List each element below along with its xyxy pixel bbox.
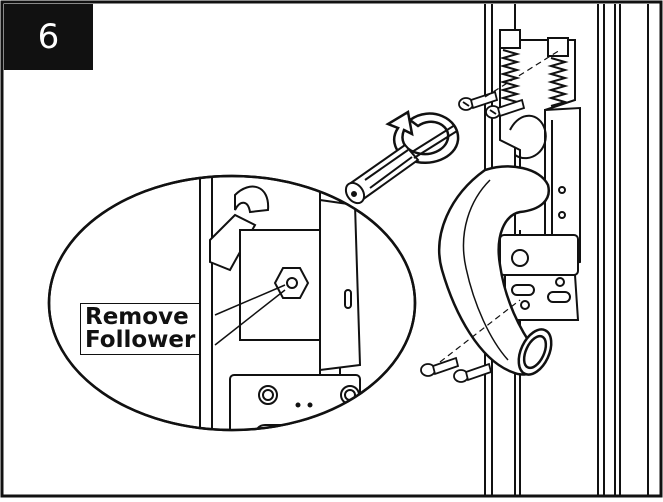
step-number-badge: 6: [4, 4, 93, 70]
remove-follower-label: Remove Follower: [80, 303, 201, 355]
door-frame-rails: [484, 4, 649, 496]
callout-line1: Remove: [85, 304, 189, 330]
magnifier-callout-icon: [47, 174, 417, 432]
lock-body: [499, 29, 581, 321]
screw-icon: [458, 90, 526, 119]
bottom-screws: [420, 356, 493, 383]
callout-line2: Follower: [85, 327, 196, 353]
lever-handle: [438, 165, 553, 376]
screwdriver-icon: [344, 124, 458, 205]
step-number: 6: [37, 17, 60, 57]
